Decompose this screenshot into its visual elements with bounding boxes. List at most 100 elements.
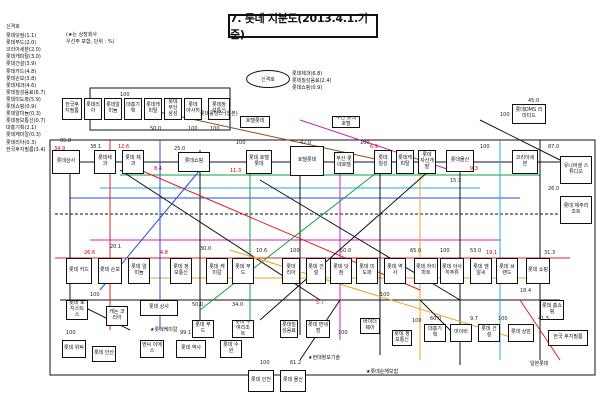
stake-label: 10.6 — [256, 248, 268, 254]
legend-note-line: 우선주 포함, 단위 : %) — [66, 39, 115, 45]
node-box: 롯데 정보통신 — [392, 330, 412, 346]
node-box: 롯데 쇼핑 — [526, 258, 550, 284]
stake-label-red: 6.9 — [370, 144, 378, 150]
stake-label: 100 — [90, 292, 100, 298]
node-box: 롯데캐피탈 — [396, 150, 414, 174]
top-list-item: 롯데칠성음료(2.4) — [292, 78, 332, 84]
node-box: 롯데 푸드 — [232, 258, 254, 284]
stake-label: 100 — [236, 140, 246, 146]
node-box: 롯데 아사히 — [184, 98, 202, 120]
stake-label: 25.0 — [174, 146, 186, 152]
stake-label-red: 8.4 — [154, 166, 162, 172]
node-box: 유니버셜 스튜디오 — [560, 156, 592, 184]
node-box: 부산 롯데호텔 — [334, 152, 354, 174]
node-box: 롯데 알미늄 — [128, 258, 150, 284]
stake-label: 100 — [338, 330, 348, 336]
stake-label: 100 — [412, 318, 422, 324]
node-box: 롯데 건설 — [478, 324, 500, 342]
stake-label: 50.0 — [192, 302, 204, 308]
node-box: 롯데캐피탈 — [144, 98, 162, 120]
stake-label: 100 — [188, 126, 198, 132]
stake-label: 9.7 — [470, 316, 478, 322]
chairman-node: 신격호 — [246, 70, 290, 88]
stake-label: 15.3 — [450, 178, 462, 184]
node-box: 호텔롯데 — [240, 116, 270, 128]
stake-label: 100 — [260, 360, 270, 366]
node-box: 롯데 리아 — [282, 258, 300, 284]
main-group-frame — [49, 139, 596, 376]
node-box: 롯데 제과 — [122, 150, 144, 174]
node-box: 롯데 하이마트 — [414, 258, 438, 284]
stake-label: 31.3 — [544, 250, 556, 256]
node-box: 롯데 건설 — [306, 258, 326, 284]
top-list-item: 롯데제과(6.8) — [292, 71, 323, 77]
stake-label: 18.4 — [520, 288, 532, 294]
stake-label: 34.0 — [232, 302, 244, 308]
note-label: ★롯데케미칼 — [150, 327, 178, 333]
legend-item: 롯데푸드(2.0) — [6, 40, 37, 47]
node-box: 롯데 로지스틱스 — [66, 300, 88, 320]
node-box: 바이더웨이 — [360, 318, 380, 334]
stake-label-red: 19.1 — [486, 250, 498, 256]
legend-item: 롯데케미칼(0.3) — [6, 132, 41, 139]
stake-label: 100 — [360, 140, 370, 146]
node-box: 한국후지필름 — [62, 98, 82, 120]
node-box: 대홍기획 — [124, 98, 142, 120]
node-box: 롯데 역사 — [384, 258, 406, 284]
legend-item: 롯데닷컴(1.1) — [6, 33, 37, 40]
stake-label: 50.0 — [150, 126, 162, 132]
stake-label: 100 — [66, 330, 76, 336]
stake-label-red: 9.3 — [470, 166, 478, 172]
legend-item: 롯데정보통신(0.7) — [6, 118, 46, 125]
stake-label: 87.0 — [548, 144, 560, 150]
node-box: 롯데 역사 — [176, 340, 206, 358]
stake-label: 47.0 — [300, 140, 312, 146]
node-box: 대홍기획 — [424, 324, 446, 342]
node-box: 롯데 푸드 — [192, 320, 214, 338]
stake-label: 100 — [120, 92, 130, 98]
stake-label: 30.0 — [200, 246, 212, 252]
node-box: 롯데 케미칼 — [206, 258, 228, 284]
node-box: 롯데 자산개발 — [418, 150, 436, 174]
legend-item: 한국후지필름(3.4) — [6, 146, 46, 153]
stake-label-red: 12.6 — [118, 144, 130, 150]
legend-heading: 신격호 — [6, 24, 20, 30]
stake-label: 100 — [498, 316, 508, 322]
legend-item: 코리아세븐(2.0) — [6, 47, 41, 54]
node-box: 롯데 위탁 — [62, 340, 86, 358]
node-box: 롯데쇼핑 — [178, 152, 210, 172]
top-list-item: 롯데쇼핑(0.9) — [292, 85, 323, 91]
node-box: 롯데리아 — [84, 98, 102, 120]
stake-label-red: 34.9 — [54, 146, 66, 152]
node-box: 롯데 제주리조트 — [560, 196, 592, 224]
legend-item: 롯데미도파(5.9) — [6, 96, 41, 103]
node-box: 롯데 상암 — [508, 324, 534, 342]
legend-item: 롯데쇼핑(0.9) — [6, 104, 37, 111]
node-box: 롯데 칠성 — [374, 150, 392, 174]
page-title: 7. 롯데 지분도(2013.4.1.기준) — [228, 12, 378, 41]
stake-label: 100 — [440, 248, 450, 254]
legend-item: 롯데알미늄(0.3) — [6, 111, 41, 118]
node-box: 롯데정보통신 — [208, 98, 230, 120]
stake-label: 60.0 — [430, 316, 442, 322]
node-box: 롯데 미도파 — [356, 258, 378, 284]
node-box: 롯데 아사히주류 — [440, 258, 464, 284]
node-box: 롯데DMS 리미티드 — [512, 104, 546, 124]
legend-note-line: (★는 상장회사 — [66, 32, 98, 38]
stake-label: 65.0 — [410, 248, 422, 254]
note-label: 일본롯데 — [530, 361, 549, 367]
legend-note: (★는 상장회사 우선주 포함, 단위 : %) — [66, 32, 115, 46]
node-box: 마이비 — [450, 324, 472, 342]
legend-item: 롯데손보(3.8) — [6, 75, 37, 82]
node-box: 한국 후지필름 — [548, 330, 588, 346]
note-label: ★현대정보기술 — [308, 355, 341, 361]
stake-label: 45.0 — [528, 98, 540, 104]
node-box: 롯데칠성음료 — [280, 320, 298, 338]
shareholder-legend: 신격호 롯데닷컴(1.1) 롯데푸드(2.0) 코리아세븐(2.0) 롯데캐피탈… — [6, 24, 58, 154]
stake-label-red: 5.7 — [316, 300, 324, 306]
node-box: 롯데알미늄 — [104, 98, 122, 120]
stake-label: 99.1 — [180, 330, 192, 336]
stake-label-red: 11.3 — [230, 168, 242, 174]
node-box: 롯데 손보 — [98, 258, 122, 284]
